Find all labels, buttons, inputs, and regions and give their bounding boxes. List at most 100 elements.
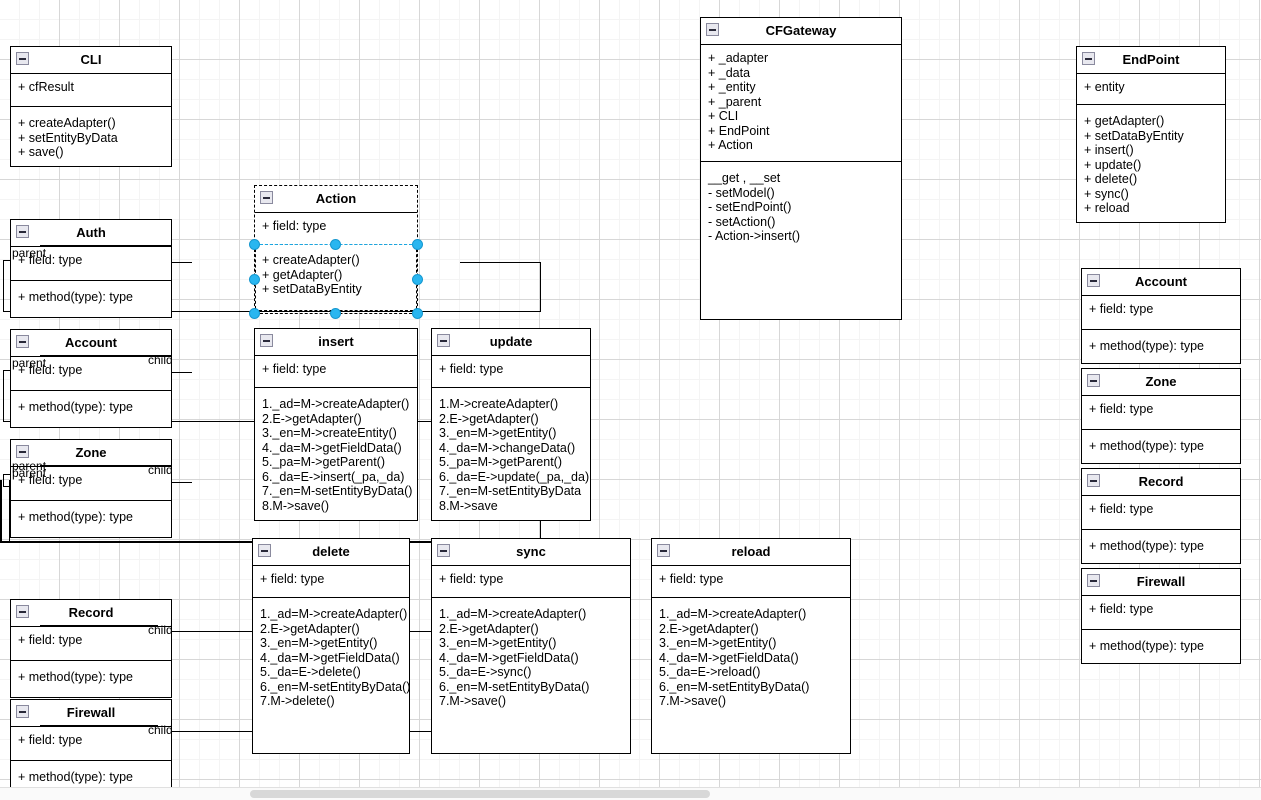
minus-square-icon[interactable] bbox=[16, 605, 29, 618]
uml-class-endpoint[interactable]: EndPoint+ entity+ getAdapter()+ setDataB… bbox=[1076, 46, 1226, 223]
class-header-account-right[interactable]: Account bbox=[1082, 269, 1240, 296]
resize-handle-0[interactable] bbox=[249, 239, 260, 250]
resize-handle-5[interactable] bbox=[249, 308, 260, 319]
class-header-action[interactable]: Action bbox=[255, 186, 417, 213]
class-operations-account-right[interactable]: + method(type): type bbox=[1082, 330, 1240, 363]
minus-square-icon[interactable] bbox=[1087, 474, 1100, 487]
minus-square-icon[interactable] bbox=[1087, 274, 1100, 287]
class-attributes-record-right[interactable]: + field: type bbox=[1082, 496, 1240, 530]
class-header-zone-right[interactable]: Zone bbox=[1082, 369, 1240, 396]
uml-class-account-left[interactable]: Account+ field: type+ method(type): type bbox=[10, 329, 172, 428]
resize-handle-7[interactable] bbox=[412, 308, 423, 319]
class-header-zone-left[interactable]: Zone bbox=[11, 440, 171, 467]
class-operations-record-left[interactable]: + method(type): type bbox=[11, 661, 171, 697]
uml-class-cli[interactable]: CLI+ cfResult+ createAdapter()+ setEntit… bbox=[10, 46, 172, 167]
minus-square-icon[interactable] bbox=[437, 544, 450, 557]
horizontal-scrollbar-thumb[interactable] bbox=[250, 790, 710, 798]
minus-square-icon[interactable] bbox=[16, 705, 29, 718]
uml-class-cfgateway[interactable]: CFGateway+ _adapter+ _data+ _entity+ _pa… bbox=[700, 17, 902, 320]
uml-class-record-left[interactable]: Record+ field: type+ method(type): type bbox=[10, 599, 172, 698]
class-operations-zone-left[interactable]: + method(type): type bbox=[11, 501, 171, 537]
class-operations-update[interactable]: 1.M->createAdapter()2.E->getAdapter()3._… bbox=[432, 388, 590, 520]
minus-square-icon[interactable] bbox=[657, 544, 670, 557]
class-attributes-auth[interactable]: + field: type bbox=[11, 247, 171, 281]
class-attributes-account-left[interactable]: + field: type bbox=[11, 357, 171, 391]
class-header-insert[interactable]: insert bbox=[255, 329, 417, 356]
resize-handle-3[interactable] bbox=[249, 274, 260, 285]
class-attributes-update[interactable]: + field: type bbox=[432, 356, 590, 388]
class-header-cli[interactable]: CLI bbox=[11, 47, 171, 74]
class-operations-cli[interactable]: + createAdapter()+ setEntityByData+ save… bbox=[11, 107, 171, 166]
resize-handle-2[interactable] bbox=[412, 239, 423, 250]
class-operations-sync[interactable]: 1._ad=M->createAdapter()2.E->getAdapter(… bbox=[432, 598, 630, 753]
edge-label-auth-parent[interactable]: parent bbox=[12, 246, 47, 260]
class-header-sync[interactable]: sync bbox=[432, 539, 630, 566]
class-attributes-firewall-right[interactable]: + field: type bbox=[1082, 596, 1240, 630]
class-operations-cfgateway[interactable]: __get , __set- setModel()- setEndPoint()… bbox=[701, 162, 901, 319]
uml-class-firewall-left[interactable]: Firewall+ field: type+ method(type): typ… bbox=[10, 699, 172, 788]
class-header-record-right[interactable]: Record bbox=[1082, 469, 1240, 496]
class-header-firewall-left[interactable]: Firewall bbox=[11, 700, 171, 727]
edge-label-zone-child[interactable]: child bbox=[148, 463, 173, 477]
class-operations-firewall-left[interactable]: + method(type): type bbox=[11, 761, 171, 788]
class-attributes-insert[interactable]: + field: type bbox=[255, 356, 417, 388]
class-attributes-account-right[interactable]: + field: type bbox=[1082, 296, 1240, 330]
class-header-record-left[interactable]: Record bbox=[11, 600, 171, 627]
minus-square-icon[interactable] bbox=[1087, 574, 1100, 587]
class-attributes-sync[interactable]: + field: type bbox=[432, 566, 630, 598]
class-operations-action[interactable]: + createAdapter()+ getAdapter()+ setData… bbox=[255, 244, 417, 310]
minus-square-icon[interactable] bbox=[706, 23, 719, 36]
class-operations-record-right[interactable]: + method(type): type bbox=[1082, 530, 1240, 563]
uml-class-account-right[interactable]: Account+ field: type+ method(type): type bbox=[1081, 268, 1241, 364]
class-operations-firewall-right[interactable]: + method(type): type bbox=[1082, 630, 1240, 663]
class-header-firewall-right[interactable]: Firewall bbox=[1082, 569, 1240, 596]
class-attributes-firewall-left[interactable]: + field: type bbox=[11, 727, 171, 761]
uml-class-auth[interactable]: Auth+ field: type+ method(type): type bbox=[10, 219, 172, 318]
class-header-cfgateway[interactable]: CFGateway bbox=[701, 18, 901, 45]
class-attributes-zone-right[interactable]: + field: type bbox=[1082, 396, 1240, 430]
minus-square-icon[interactable] bbox=[1087, 374, 1100, 387]
minus-square-icon[interactable] bbox=[16, 335, 29, 348]
edge-label-firewall-child[interactable]: child bbox=[148, 723, 173, 737]
minus-square-icon[interactable] bbox=[1082, 52, 1095, 65]
minus-square-icon[interactable] bbox=[16, 445, 29, 458]
class-header-delete[interactable]: delete bbox=[253, 539, 409, 566]
class-header-reload[interactable]: reload bbox=[652, 539, 850, 566]
class-operations-reload[interactable]: 1._ad=M->createAdapter()2.E->getAdapter(… bbox=[652, 598, 850, 753]
minus-square-icon[interactable] bbox=[258, 544, 271, 557]
edge-label-record-child[interactable]: child bbox=[148, 623, 173, 637]
class-attributes-reload[interactable]: + field: type bbox=[652, 566, 850, 598]
class-operations-zone-right[interactable]: + method(type): type bbox=[1082, 430, 1240, 463]
uml-class-record-right[interactable]: Record+ field: type+ method(type): type bbox=[1081, 468, 1241, 564]
edge-label-account-parent[interactable]: parent bbox=[12, 356, 47, 370]
class-header-account-left[interactable]: Account bbox=[11, 330, 171, 357]
resize-handle-1[interactable] bbox=[330, 239, 341, 250]
minus-square-icon[interactable] bbox=[437, 334, 450, 347]
minus-square-icon[interactable] bbox=[16, 225, 29, 238]
horizontal-scrollbar[interactable] bbox=[0, 787, 1261, 800]
resize-handle-6[interactable] bbox=[330, 308, 341, 319]
class-attributes-action[interactable]: + field: type bbox=[255, 213, 417, 244]
class-operations-account-left[interactable]: + method(type): type bbox=[11, 391, 171, 427]
class-attributes-endpoint[interactable]: + entity bbox=[1077, 74, 1225, 105]
class-attributes-zone-left[interactable]: + field: type bbox=[11, 467, 171, 501]
uml-class-firewall-right[interactable]: Firewall+ field: type+ method(type): typ… bbox=[1081, 568, 1241, 664]
class-attributes-cli[interactable]: + cfResult bbox=[11, 74, 171, 107]
edge-label-account-child[interactable]: child bbox=[148, 353, 173, 367]
class-header-update[interactable]: update bbox=[432, 329, 590, 356]
resize-handle-4[interactable] bbox=[412, 274, 423, 285]
edge-label-zone-parent-1[interactable]: parent bbox=[12, 459, 47, 473]
class-operations-insert[interactable]: 1._ad=M->createAdapter()2.E->getAdapter(… bbox=[255, 388, 417, 520]
uml-class-zone-right[interactable]: Zone+ field: type+ method(type): type bbox=[1081, 368, 1241, 464]
class-attributes-delete[interactable]: + field: type bbox=[253, 566, 409, 598]
class-attributes-record-left[interactable]: + field: type bbox=[11, 627, 171, 661]
class-operations-auth[interactable]: + method(type): type bbox=[11, 281, 171, 317]
class-header-auth[interactable]: Auth bbox=[11, 220, 171, 247]
class-header-endpoint[interactable]: EndPoint bbox=[1077, 47, 1225, 74]
